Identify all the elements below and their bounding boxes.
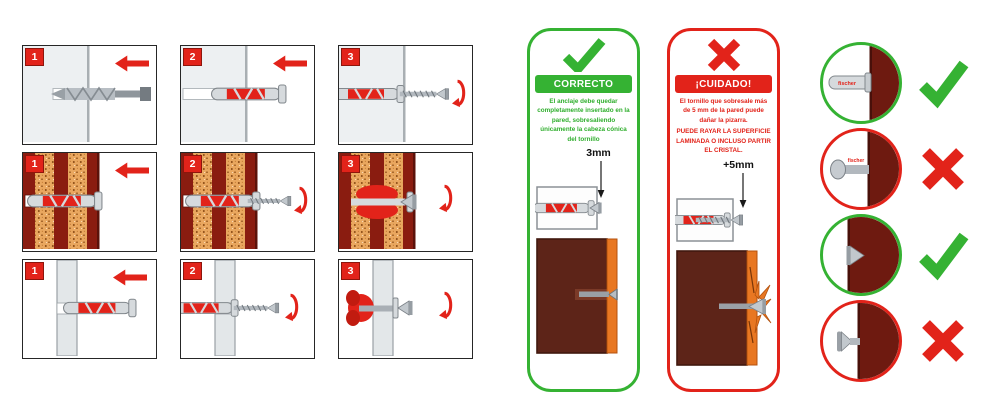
- correct-card-title: CORRECTO: [535, 75, 632, 93]
- cross-icon: [916, 142, 970, 196]
- rotate-arrow-icon: [285, 295, 297, 321]
- check-icon: [561, 38, 607, 72]
- brand-label: fischer: [848, 158, 864, 164]
- step-panel-plasterboard-1: 1: [22, 259, 157, 359]
- step-number-badge: 3: [341, 262, 360, 280]
- step-number-badge: 2: [183, 262, 202, 280]
- step-panel-concrete-3: 3: [338, 45, 473, 145]
- push-arrow-icon: [273, 55, 307, 72]
- screw-shaft-icon: [843, 165, 869, 174]
- rotate-arrow-icon: [294, 188, 306, 214]
- warning-text: El tornillo que sobresale más de 5 mm de…: [679, 98, 768, 124]
- warning-card-description: El tornillo que sobresale más de 5 mm de…: [670, 93, 777, 156]
- push-arrow-icon: [115, 55, 149, 72]
- step-number-badge: 2: [183, 48, 202, 66]
- check-icon: [916, 56, 970, 110]
- warning-text-caps: PUEDE RAYAR LA SUPERFICIE LAMINADA O INC…: [676, 128, 771, 155]
- warning-card-title: ¡CUIDADO!: [675, 75, 772, 93]
- anchor-folded-illustration: [346, 260, 470, 356]
- step-number-badge: 1: [25, 262, 44, 280]
- screw-head-icon: [748, 297, 766, 315]
- step-panel-brick-1: 1: [22, 152, 157, 252]
- rotate-arrow-icon: [439, 186, 451, 212]
- step-number-badge: 1: [25, 155, 44, 173]
- wrong-depth-illustration: [675, 172, 747, 242]
- push-arrow-icon: [113, 269, 147, 286]
- cross-icon: [706, 38, 742, 72]
- step-panel-concrete-2: 2: [180, 45, 315, 145]
- screw-head-icon: [608, 288, 618, 301]
- example-head-protruding: [820, 300, 902, 382]
- mounted-board-cracked-illustration: [676, 249, 772, 366]
- drill-bit-icon: [51, 86, 151, 102]
- anchor-flush-illustration: fischer: [828, 45, 899, 121]
- screw-icon: [399, 88, 450, 100]
- wall-anchor-icon: [535, 200, 595, 217]
- step-number-badge: 2: [183, 155, 202, 173]
- screw-head-icon: [400, 193, 417, 211]
- step-number-badge: 3: [341, 155, 360, 173]
- step-number-badge: 1: [25, 48, 44, 66]
- screw-icon: [233, 302, 280, 314]
- wall-anchor-icon: [27, 191, 103, 211]
- insert-anchor-illustration: [56, 260, 147, 356]
- correct-card: CORRECTO El anclaje debe quedar completa…: [527, 28, 640, 392]
- expanded-anchor-icon: [351, 185, 414, 219]
- protrusion-measurement: +5mm: [723, 158, 754, 171]
- wall-anchor-icon: [211, 84, 287, 104]
- insert-anchor-illustration: [181, 46, 307, 142]
- correct-card-description: El anclaje debe quedar completamente ins…: [537, 98, 630, 143]
- screw-head-flush-illustration: [846, 217, 899, 293]
- screw-head-icon: [846, 245, 865, 266]
- dimension-arrow-icon: [739, 172, 747, 208]
- example-anchor-flush: fischer: [820, 42, 902, 124]
- example-head-flush: [820, 214, 902, 296]
- mounted-board-ok-illustration: [536, 238, 618, 354]
- step-panel-brick-2: 2: [180, 152, 315, 252]
- warning-card: ¡CUIDADO! El tornillo que sobresale más …: [667, 28, 780, 392]
- screw-head-icon: [589, 201, 602, 215]
- wall-anchor-icon: [63, 298, 137, 318]
- push-arrow-icon: [115, 162, 149, 179]
- insert-anchor-illustration: [23, 153, 149, 249]
- example-anchor-protruding: fischer: [820, 128, 902, 210]
- correct-depth-illustration: [535, 161, 605, 230]
- screw-head-protruding-illustration: [837, 303, 899, 379]
- dimension-arrow-icon: [597, 161, 605, 199]
- rotate-arrow-icon: [452, 81, 464, 107]
- step-number-badge: 3: [341, 48, 360, 66]
- protrusion-measurement: 3mm: [586, 147, 611, 160]
- step-panel-plasterboard-3: 3: [338, 259, 473, 359]
- check-icon: [916, 228, 970, 282]
- step-panel-plasterboard-2: 2: [180, 259, 315, 359]
- screw-head-icon: [397, 300, 413, 316]
- rotate-arrow-icon: [439, 293, 451, 319]
- screw-head-icon: [830, 159, 846, 180]
- brand-label: fischer: [838, 81, 857, 87]
- step-panel-brick-3: 3: [338, 152, 473, 252]
- step-panel-concrete-1: 1: [22, 45, 157, 145]
- drive-screw-illustration: [181, 260, 312, 356]
- cross-icon: [916, 314, 970, 368]
- screw-head-icon: [837, 331, 860, 352]
- anchor-protruding-illustration: fischer: [830, 131, 899, 207]
